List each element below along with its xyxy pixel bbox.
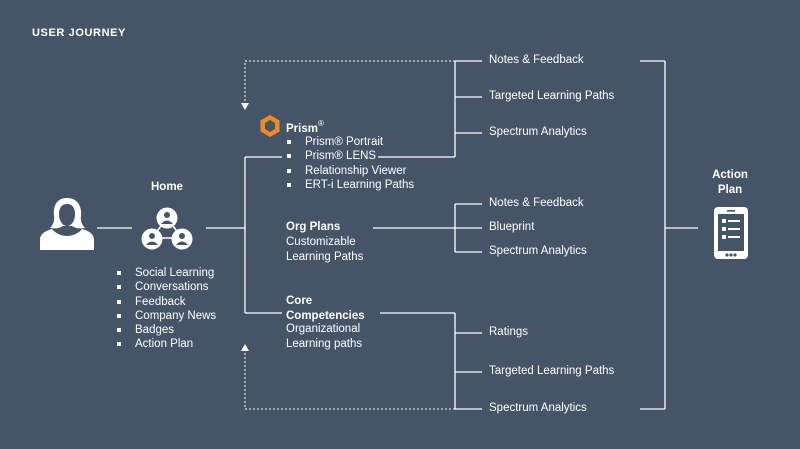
- prism-feature-list: Prism® Portrait Prism® LENS Relationship…: [285, 135, 414, 192]
- list-item: Prism® LENS: [285, 149, 414, 163]
- list-item: Company News: [115, 309, 216, 323]
- core-output-ratings: Ratings: [489, 326, 528, 338]
- org-output-analytics: Spectrum Analytics: [489, 245, 587, 257]
- prism-label: Prism: [286, 123, 318, 135]
- feedback-loop-top: [244, 60, 455, 104]
- list-item: Prism® Portrait: [285, 135, 414, 149]
- org-output-notes: Notes & Feedback: [489, 197, 584, 209]
- core-output-analytics: Spectrum Analytics: [489, 402, 587, 414]
- list-item: Feedback: [115, 295, 216, 309]
- list-item: Badges: [115, 323, 216, 337]
- org-plans-label: Org Plans: [286, 221, 341, 233]
- home-label: Home: [151, 181, 183, 193]
- subtitle-line: Learning paths: [286, 337, 363, 350]
- core-label-line: Competencies: [286, 309, 365, 322]
- prism-output-targeted: Targeted Learning Paths: [489, 90, 615, 102]
- subtitle-line: Organizational: [286, 323, 361, 335]
- core-subtitle: Organizational Learning paths: [286, 322, 362, 351]
- arrow-down-icon: [241, 103, 249, 110]
- list-item: ERT-i Learning Paths: [285, 178, 414, 192]
- prism-output-analytics: Spectrum Analytics: [489, 126, 587, 138]
- phone-checklist-icon: [714, 207, 748, 259]
- action-plan-label: Action Plan: [700, 168, 760, 197]
- list-item: Social Learning: [115, 266, 216, 280]
- home-feature-list: Social Learning Conversations Feedback C…: [115, 266, 216, 352]
- page-title: USER JOURNEY: [32, 27, 126, 39]
- action-plan-label-line: Action: [712, 169, 748, 181]
- core-label: Core Competencies: [286, 294, 365, 323]
- core-output-targeted: Targeted Learning Paths: [489, 365, 615, 377]
- list-item: Relationship Viewer: [285, 164, 414, 178]
- core-label-line: Core: [286, 295, 313, 307]
- subtitle-line: Learning Paths: [286, 250, 364, 263]
- prism-hexagon-icon: [260, 115, 280, 137]
- org-output-blueprint: Blueprint: [489, 221, 535, 233]
- action-plan-label-line: Plan: [717, 183, 743, 196]
- list-item: Conversations: [115, 280, 216, 294]
- network-people-icon: [141, 207, 193, 250]
- prism-output-notes: Notes & Feedback: [489, 54, 584, 66]
- prism-trademark: ®: [317, 119, 324, 128]
- feedback-loop-bottom: [244, 350, 455, 410]
- list-item: Action Plan: [115, 337, 216, 351]
- arrow-up-icon: [241, 344, 249, 351]
- org-plans-subtitle: Customizable Learning Paths: [286, 235, 363, 264]
- prism-heading: Prism®: [286, 119, 324, 137]
- user-face-detail: [59, 204, 75, 226]
- subtitle-line: Customizable: [286, 236, 356, 248]
